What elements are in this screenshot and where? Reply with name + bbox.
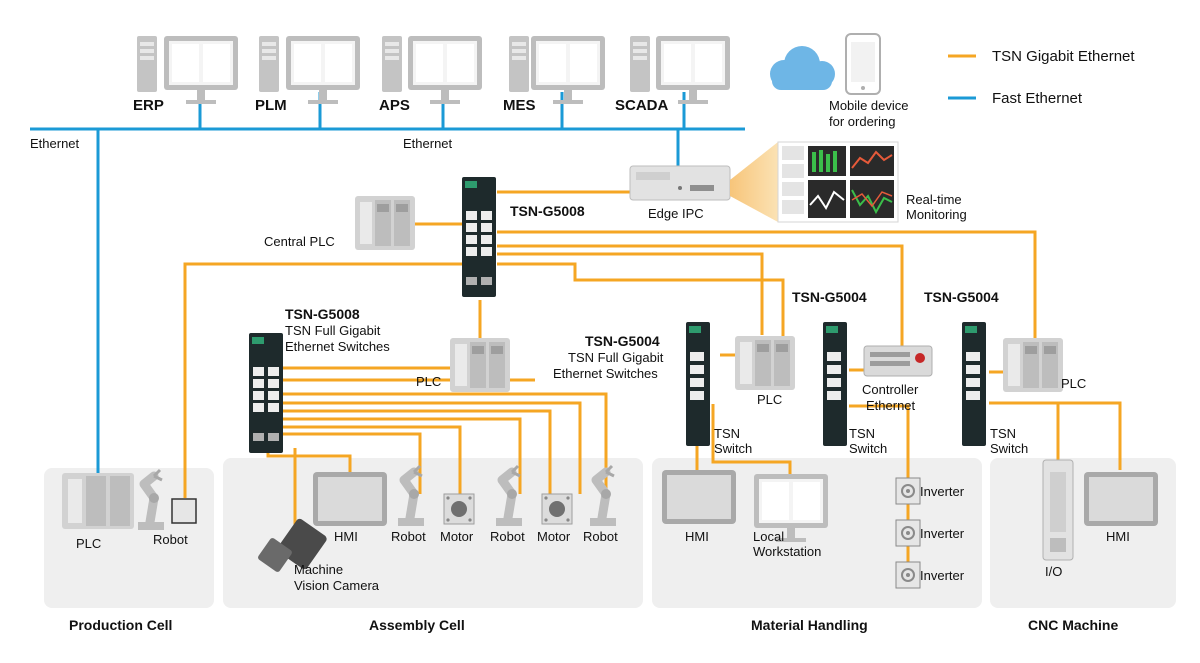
core-switch-label: TSN-G5008 [510,203,585,219]
edge-ipc-label: Edge IPC [648,206,704,221]
material-tsn-switch-label-2: Switch [714,441,752,456]
controller-ethernet-device [863,345,933,377]
inverter-3-label: Inverter [920,568,965,583]
mobile-device-icon [845,33,881,95]
assembly-hmi-label: HMI [334,529,358,544]
inverter-3-device [895,561,921,589]
assembly-plc-label: PLC [416,374,441,389]
cnc-tsn-switch-label-1: TSN [990,426,1016,441]
cnc-plc-device [1003,338,1063,392]
mobile-label-1: Mobile device [829,98,909,113]
io-label: I/O [1045,564,1062,579]
inverter-2-device [895,519,921,547]
fast-ethernet-links [30,92,745,482]
camera-label-2: Vision Camera [294,578,380,593]
assembly-motor-1-device [443,493,475,525]
svg-text:MES: MES [503,97,536,114]
material-plc-device [735,336,795,390]
material-tsn-switch-label-1: TSN [714,426,740,441]
it-system-erp: ERP [133,36,238,114]
monitoring-label-2: Monitoring [906,207,967,222]
assembly-switch-sub-1: TSN Full Gigabit [285,323,381,338]
material-hmi-device [662,470,736,524]
material-switch-sub-1: TSN Full Gigabit [568,350,664,365]
inverter-1-device [895,477,921,505]
svg-text:ERP: ERP [133,97,164,114]
local-workstation-label-2: Workstation [753,544,821,559]
monitoring-screen [777,141,899,223]
monitoring-label-1: Real-time [906,192,962,207]
svg-text:APS: APS [379,97,410,114]
assembly-plc-device [450,338,510,392]
assembly-hmi-device [313,472,387,526]
assembly-robot-3-label: Robot [583,529,618,544]
material-switch-tsn-g5004 [686,322,710,446]
inverter-1-label: Inverter [920,484,965,499]
material-plc-label: PLC [757,392,782,407]
controller-tsn-switch-label-1: TSN [849,426,875,441]
production-robot-label: Robot [153,532,188,547]
camera-label-1: Machine [294,562,343,577]
cnc-cell-label: CNC Machine [1028,617,1118,633]
assembly-switch-sub-2: Ethernet Switches [285,339,390,354]
it-system-scada: SCADA [615,36,730,114]
production-robot-controller [171,498,197,524]
edge-ipc-device [629,165,731,201]
material-hmi-label: HMI [685,529,709,544]
cnc-switch-title: TSN-G5004 [924,289,999,305]
assembly-switch-tsn-g5008 [249,333,283,453]
ethernet-label-left: Ethernet [30,136,80,151]
controller-label-1: Controller [862,382,919,397]
io-module-device [1042,459,1074,561]
assembly-switch-title: TSN-G5008 [285,306,360,322]
production-plc-label: PLC [76,536,101,551]
assembly-cell-label: Assembly Cell [369,617,465,633]
assembly-robot-1-label: Robot [391,529,426,544]
inverter-2-label: Inverter [920,526,965,541]
cnc-hmi-device [1084,472,1158,526]
cnc-hmi-label: HMI [1106,529,1130,544]
material-switch-sub-2: Ethernet Switches [553,366,658,381]
material-switch-title: TSN-G5004 [585,333,660,349]
it-system-plm: PLM [255,36,360,114]
controller-label-2: Ethernet [866,398,916,413]
cnc-switch-tsn-g5004 [962,322,986,446]
assembly-robot-2-label: Robot [490,529,525,544]
central-plc-device [355,196,415,250]
cnc-plc-label: PLC [1061,376,1086,391]
production-cell-label: Production Cell [69,617,172,633]
assembly-motor-1-label: Motor [440,529,474,544]
core-switch-tsn-g5008 [462,177,496,297]
central-plc-label: Central PLC [264,234,335,249]
it-system-mes: MES [503,36,605,114]
cloud-icon [770,46,835,90]
monitoring-beam [730,142,778,222]
local-workstation-label-1: Local [753,529,784,544]
legend-fast-label: Fast Ethernet [992,90,1083,107]
controller-tsn-switch-label-2: Switch [849,441,887,456]
machine-vision-camera-device [258,518,327,572]
svg-text:PLM: PLM [255,97,287,114]
assembly-motor-2-label: Motor [537,529,571,544]
legend-tsn-label: TSN Gigabit Ethernet [992,48,1135,65]
svg-text:SCADA: SCADA [615,97,669,114]
material-cell-label: Material Handling [751,617,868,633]
assembly-motor-2-device [541,493,573,525]
controller-switch-title: TSN-G5004 [792,289,867,305]
production-plc-device [62,473,134,529]
mobile-label-2: for ordering [829,114,895,129]
cnc-tsn-switch-label-2: Switch [990,441,1028,456]
ethernet-label-center: Ethernet [403,136,453,151]
controller-switch-tsn-g5004 [823,322,847,446]
it-system-aps: APS [379,36,482,114]
